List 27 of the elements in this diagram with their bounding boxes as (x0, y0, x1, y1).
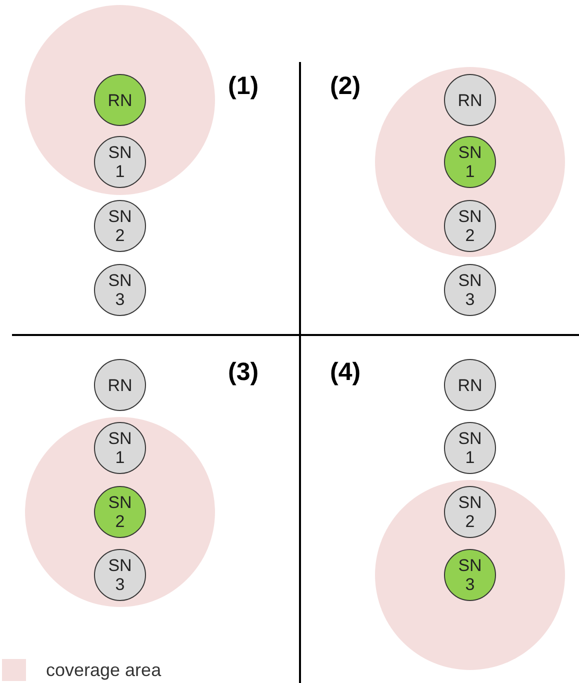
node-label: SN 2 (107, 493, 133, 531)
node-label: SN 3 (107, 556, 133, 594)
node-label: RN (108, 376, 132, 394)
node-circle (94, 200, 146, 252)
node-circle (444, 359, 496, 411)
node-label: RN (458, 376, 482, 394)
panel-number: (3) (228, 358, 259, 387)
node-label: SN 3 (107, 271, 133, 309)
node-label: SN 1 (107, 429, 133, 467)
panel-number: (2) (330, 72, 361, 101)
node-label: SN 2 (107, 207, 133, 245)
panel-number: (4) (330, 358, 361, 387)
node-label: SN 3 (457, 271, 483, 309)
node-circle (444, 422, 496, 474)
node-label: SN 2 (457, 207, 483, 245)
node-circle (94, 264, 146, 316)
node-label: SN 1 (457, 429, 483, 467)
node-label: SN 1 (107, 143, 133, 181)
node-label: SN 1 (457, 143, 483, 181)
node-label: SN 2 (457, 493, 483, 531)
node-label: SN 3 (457, 556, 483, 594)
panel-number: (1) (228, 72, 259, 101)
node-label: RN (458, 90, 482, 110)
legend-label: coverage area (46, 660, 162, 681)
node-circle (444, 264, 496, 316)
node-label: RN (108, 90, 132, 110)
node-circle (94, 359, 146, 411)
